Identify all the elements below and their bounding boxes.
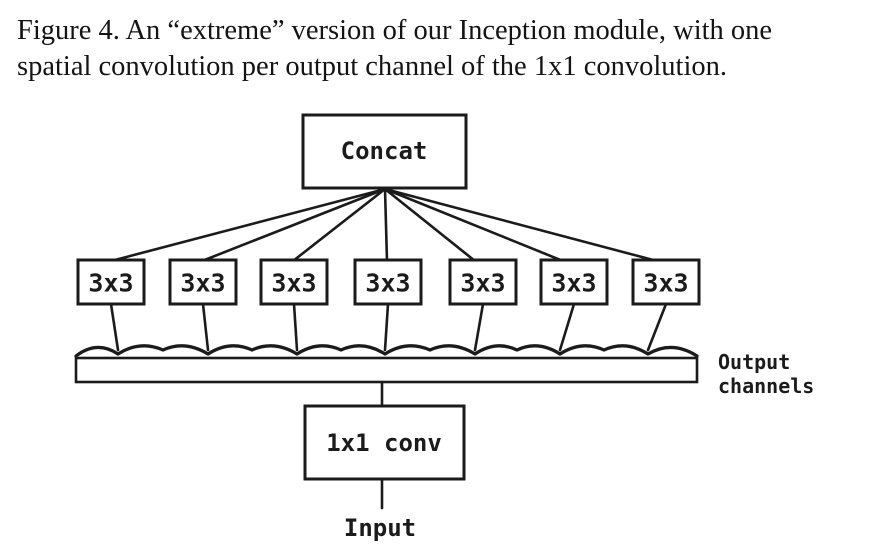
conv3x3-node-6: 3x3 (539, 258, 609, 306)
channel-segments-wave (74, 344, 699, 358)
branch-connector-6 (558, 302, 576, 352)
branch-to-channel-connectors (109, 302, 668, 352)
output-channels-bar (74, 356, 699, 384)
concat-box (301, 113, 468, 190)
conv3x3-node-2: 3x3 (168, 258, 238, 306)
concat-label: Concat (341, 137, 428, 165)
caption-line-2: spatial convolution per output channel o… (17, 51, 727, 82)
fan-line-7 (383, 187, 659, 263)
output-channels-label-line-1: Output (718, 350, 790, 374)
conv3x3-label: 3x3 (88, 269, 133, 298)
fan-line-1 (109, 187, 387, 263)
conv3x3-node-5: 3x3 (448, 258, 518, 306)
fan-line-6 (383, 187, 565, 263)
caption-line-1: Figure 4. An “extreme” version of our In… (17, 15, 773, 46)
conv3x3-label: 3x3 (643, 269, 688, 298)
conv3x3-box (259, 258, 329, 306)
branch-nodes: 3x3 3x3 3x3 3x3 3x3 3x3 (76, 258, 701, 306)
branch-connector-1 (109, 302, 120, 352)
figure-caption: Figure 4. An “extreme” version of our In… (17, 13, 883, 85)
conv3x3-node-4: 3x3 (353, 258, 423, 306)
conv3x3-box (168, 258, 238, 306)
branch-connector-7 (646, 302, 668, 352)
conv3x3-node-1: 3x3 (76, 258, 146, 306)
conv3x3-box (448, 258, 518, 306)
output-channels-label: Output channels (718, 350, 814, 398)
fan-line-4 (383, 187, 389, 263)
input-label: Input (344, 514, 416, 542)
branch-connector-5 (473, 302, 485, 352)
branch-connector-3 (292, 302, 299, 352)
branch-connector-2 (201, 302, 210, 352)
concat-fan-lines (109, 187, 659, 263)
conv3x3-label: 3x3 (271, 269, 316, 298)
fan-line-3 (291, 187, 387, 263)
conv3x3-box (539, 258, 609, 306)
concat-node: Concat (301, 113, 468, 190)
conv1x1-label: 1x1 conv (326, 429, 442, 457)
conv3x3-box (631, 258, 701, 306)
output-channels-label-line-2: channels (718, 374, 814, 398)
branch-connector-4 (383, 302, 390, 352)
conv3x3-label: 3x3 (365, 269, 410, 298)
conv1x1-node: 1x1 conv (303, 404, 466, 481)
conv1x1-box (303, 404, 466, 481)
conv3x3-node-7: 3x3 (631, 258, 701, 306)
conv3x3-label: 3x3 (460, 269, 505, 298)
conv3x3-label: 3x3 (551, 269, 596, 298)
fan-line-2 (200, 187, 387, 263)
fan-line-5 (383, 187, 477, 263)
conv3x3-label: 3x3 (180, 269, 225, 298)
conv3x3-node-3: 3x3 (259, 258, 329, 306)
